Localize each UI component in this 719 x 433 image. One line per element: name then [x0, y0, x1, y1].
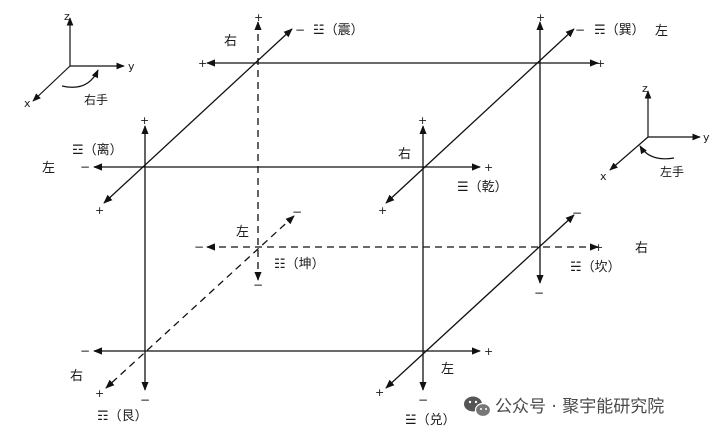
plus-sign: +: [418, 114, 427, 127]
trigram-li-label: ☲（离）: [72, 142, 123, 158]
rotation-arrow: [61, 69, 99, 88]
right-hand-label: 右手: [84, 92, 108, 107]
axis-y-label: y: [703, 131, 710, 144]
axis-y-label: y: [128, 60, 135, 73]
axis-x-line: [32, 65, 71, 102]
axis-x-label: x: [600, 170, 607, 183]
plus-sign: +: [596, 57, 605, 70]
plus-sign: +: [536, 11, 545, 24]
plus-sign: +: [95, 387, 104, 400]
minus-sign: −: [418, 393, 428, 407]
trigram-qian-label: ☰（乾）: [457, 180, 508, 195]
plus-sign: +: [140, 114, 149, 127]
direction-right-label: 右: [635, 241, 648, 256]
direction-left-label: 左: [441, 362, 454, 377]
plus-sign: +: [484, 161, 493, 174]
direction-right-label: 右: [398, 147, 411, 162]
top-left-diagonal-line: [103, 28, 293, 204]
minus-sign: −: [292, 205, 302, 219]
minus-sign: −: [575, 23, 585, 37]
trigram-gen-label: ☶（艮）: [97, 409, 148, 424]
minus-sign: −: [253, 278, 263, 292]
axis-x-label: x: [24, 97, 31, 110]
direction-left-label: 左: [236, 225, 249, 240]
axis-z-label: z: [64, 10, 70, 23]
minus-sign: −: [572, 206, 582, 220]
trigram-zhen-label: ☳（震）: [313, 23, 364, 38]
trigram-xun-label: ☴（巽）: [594, 23, 645, 38]
wechat-logo-icon: [464, 396, 492, 418]
bottom-right-diagonal-line: [385, 214, 575, 389]
right-hand-axes: [32, 17, 125, 102]
bottom-left-diagonal-dashed-line: [105, 215, 295, 389]
plus-sign: +: [254, 11, 263, 24]
minus-sign: −: [295, 23, 305, 37]
top-right-diagonal-line: [385, 28, 575, 204]
axis-x-line: [609, 136, 649, 171]
trigram-kun-label: ☷（坤）: [274, 257, 325, 272]
minus-sign: −: [80, 160, 90, 174]
minus-sign: −: [194, 240, 204, 254]
direction-right-label: 右: [70, 369, 83, 384]
direction-left-label: 左: [655, 24, 668, 39]
minus-sign: −: [534, 286, 544, 300]
plus-sign: +: [484, 345, 493, 358]
direction-right-label: 右: [224, 34, 237, 49]
plus-sign: +: [198, 57, 207, 70]
axis-z-label: z: [642, 82, 648, 95]
left-hand-axes: [609, 90, 701, 171]
minus-sign: −: [140, 393, 150, 407]
plus-sign: +: [378, 204, 387, 217]
trigram-dui-label: ☱（兑）: [405, 413, 456, 428]
rotation-arrow: [639, 145, 675, 160]
left-hand-label: 左手: [660, 164, 684, 179]
direction-left-label: 左: [42, 161, 55, 176]
watermark-brand-text: 公众号 · 聚宇能研究院: [495, 397, 664, 417]
minus-sign: −: [80, 344, 90, 358]
plus-sign: +: [375, 386, 384, 399]
plus-sign: +: [95, 204, 104, 217]
plus-sign: +: [594, 241, 603, 254]
trigram-kan-label: ☵（坎）: [570, 260, 621, 275]
